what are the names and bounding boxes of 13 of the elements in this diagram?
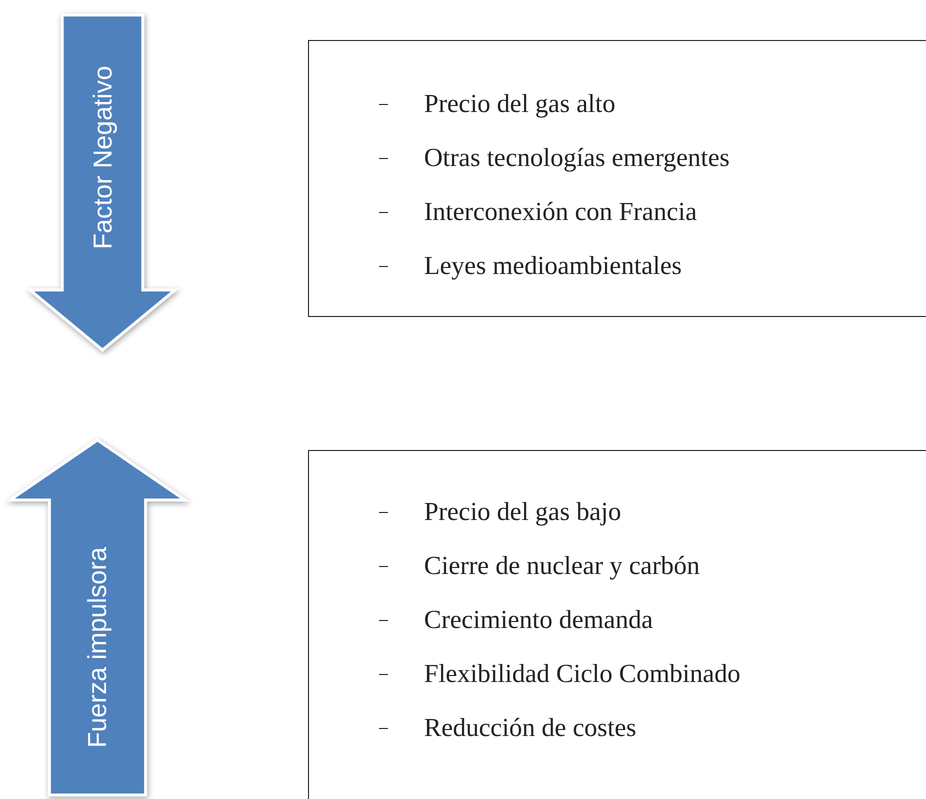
- list-item: Otras tecnologías emergentes: [424, 143, 730, 173]
- arrow-label: Fuerza impulsora: [82, 547, 113, 748]
- list-item: Precio del gas bajo: [424, 497, 622, 527]
- list-item: Leyes medioambientales: [424, 251, 682, 281]
- text-box: [308, 450, 926, 799]
- list-item: Flexibilidad Ciclo Combinado: [424, 659, 740, 689]
- list-item: Reducción de costes: [424, 713, 636, 743]
- arrow-label: Factor Negativo: [86, 66, 118, 250]
- list-item: Precio del gas alto: [424, 89, 616, 119]
- list-item: Interconexión con Francia: [424, 197, 697, 227]
- list-item: Crecimiento demanda: [424, 605, 653, 635]
- text-box: [308, 40, 926, 317]
- list-item: Cierre de nuclear y carbón: [424, 551, 700, 581]
